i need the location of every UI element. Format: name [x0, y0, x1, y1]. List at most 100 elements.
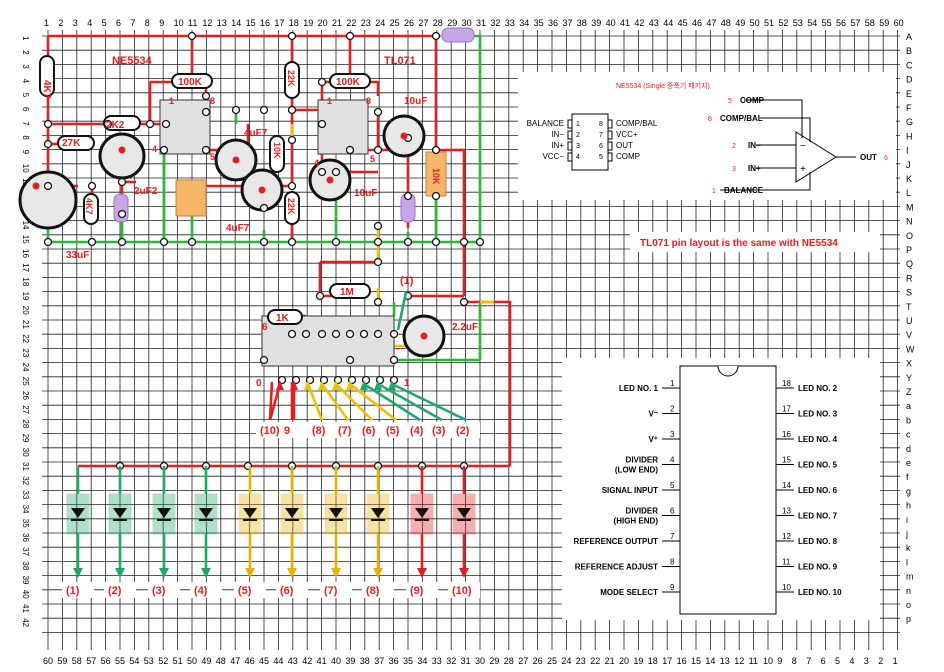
- channel-arrow: [363, 382, 421, 422]
- grid-row-left: 3: [21, 64, 30, 69]
- grid-row-left: 32: [21, 476, 30, 485]
- lm3915-right-pin-num: 17: [782, 405, 791, 414]
- lm3915-right-pin-num: 15: [782, 456, 791, 465]
- grid-col-bottom: 59: [57, 656, 67, 666]
- grid-row-right: P: [906, 245, 912, 255]
- grid-row-right: G: [906, 117, 913, 127]
- led-output-label: (2): [108, 585, 122, 597]
- sym-balance: BALANCE: [724, 186, 764, 195]
- grid-col-top: 6: [116, 18, 121, 28]
- sym-comp: COMP: [740, 96, 765, 105]
- lm3915-right-pin-num: 11: [782, 558, 791, 567]
- grid-row-left: 33: [21, 490, 30, 499]
- grid-col-bottom: 29: [489, 656, 499, 666]
- grid-row-left: 20: [21, 306, 30, 315]
- grid-col-top: 46: [692, 18, 702, 28]
- grid-col-bottom: 58: [72, 656, 82, 666]
- grid-col-bottom: 36: [389, 656, 399, 666]
- grid-row-right: S: [906, 288, 912, 298]
- grid-col-top: 59: [879, 18, 889, 28]
- grid-row-left: 42: [21, 618, 30, 627]
- grid-col-bottom: 4: [849, 656, 854, 666]
- channel-label: (10): [260, 425, 280, 437]
- grid-col-top: 4: [87, 18, 92, 28]
- ic2-pin4: 4: [314, 158, 319, 168]
- grid-row-right: Z: [906, 387, 912, 397]
- grid-row-right: k: [906, 543, 911, 553]
- grid-col-top: 11: [188, 18, 197, 28]
- c-4uf7-a-label: 4uF7: [244, 128, 268, 139]
- ic1-pin4: 4: [152, 144, 157, 154]
- grid-row-right: O: [906, 231, 913, 241]
- grid-row-left: 21: [21, 320, 30, 329]
- grid-col-top: 13: [217, 18, 227, 28]
- grid-col-bottom: 37: [374, 656, 384, 666]
- ic1-pin5: 5: [210, 152, 215, 162]
- lm3915-right-pin-label: LED NO. 9: [798, 563, 838, 572]
- grid-col-bottom: 31: [461, 656, 471, 666]
- led-diode-icon: [243, 508, 257, 518]
- r-22k-bot-label: 22K: [286, 198, 296, 215]
- ne5534-right-pin-label: OUT: [616, 141, 633, 150]
- ne5534-left-pin-num: 4: [576, 154, 580, 161]
- grid-row-left: 26: [21, 391, 30, 400]
- lm3915-left-pin-num: 4: [670, 456, 675, 465]
- r-2k2-label: 2K2: [106, 120, 125, 131]
- grid-col-bottom: 18: [648, 656, 658, 666]
- grid-col-top: 21: [332, 18, 342, 28]
- sym-out: OUT: [860, 153, 877, 162]
- grid-row-left: 6: [21, 107, 30, 112]
- ne5534-right-pin-label: VCC+: [616, 130, 638, 139]
- grid-col-bottom: 35: [403, 656, 413, 666]
- grid-row-right: i: [906, 515, 908, 525]
- grid-col-bottom: 9: [777, 656, 782, 666]
- ne5534-right-pin-num: 6: [599, 143, 603, 150]
- grid-row-right: I: [906, 146, 909, 156]
- led-diode-icon: [371, 508, 385, 518]
- grid-row-right: b: [906, 415, 911, 425]
- minus-sign: -: [396, 341, 400, 355]
- grid-row-right: o: [906, 600, 911, 610]
- grid-col-top: 45: [678, 18, 688, 28]
- r-1m-label: 1M: [340, 287, 354, 298]
- grid-col-bottom: 13: [720, 656, 730, 666]
- grid-row-right: F: [906, 103, 912, 113]
- grid-col-bottom: 25: [547, 656, 557, 666]
- grid-row-right: Y: [906, 373, 912, 383]
- grid-col-bottom: 48: [216, 656, 226, 666]
- grid-col-top: 8: [145, 18, 150, 28]
- grid-col-top: 19: [303, 18, 313, 28]
- ic1-pin8: 8: [210, 96, 215, 106]
- grid-col-top: 40: [606, 18, 616, 28]
- grid-row-right: e: [906, 458, 911, 468]
- grid-row-left: 16: [21, 249, 30, 258]
- lm3915-pin-row: [277, 375, 399, 385]
- grid-col-top: 34: [519, 18, 529, 28]
- grid-col-bottom: 14: [705, 656, 715, 666]
- grid-col-bottom: 8: [792, 656, 797, 666]
- led-output-label: (1): [66, 585, 80, 597]
- grid-row-left: 23: [21, 348, 30, 357]
- channel-1-arrow: [396, 291, 408, 331]
- ic1-pin1: 1: [169, 96, 174, 106]
- grid-col-top: 31: [476, 18, 486, 28]
- lm3915-left-pin-label: SIGNAL INPUT: [602, 486, 658, 495]
- grid-col-bottom: 55: [115, 656, 125, 666]
- lm3915-left-pin-label: MODE SELECT: [600, 588, 658, 597]
- grid-row-right: N: [906, 217, 913, 227]
- r-22k-top-label: 22K: [286, 70, 296, 87]
- grid-col-top: 17: [274, 18, 284, 28]
- grid-col-top: 15: [246, 18, 256, 28]
- led-bar: (1)(2)(3)(4)(5)(6)(7)(8)(9)(10): [62, 466, 480, 598]
- grid-col-bottom: 6: [821, 656, 826, 666]
- grid-row-right: f: [906, 472, 909, 482]
- grid-col-top: 44: [663, 18, 673, 28]
- grid-row-left: 30: [21, 448, 30, 457]
- ic1-label: NE5534: [112, 55, 153, 67]
- lm3915-right-pin-label: LED NO. 5: [798, 461, 838, 470]
- grid-row-left: 27: [21, 405, 30, 414]
- lm3915-right-pin-num: 12: [782, 532, 791, 541]
- sym-in-minus-num: 2: [732, 143, 736, 150]
- grid-row-right: A: [906, 32, 912, 42]
